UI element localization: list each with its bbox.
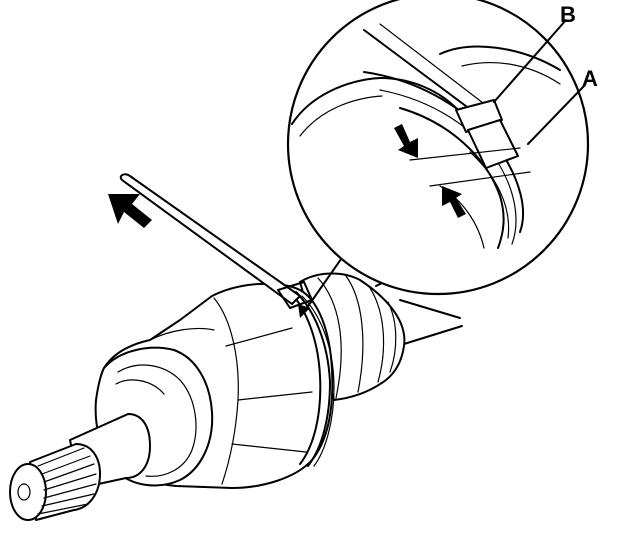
boot-band-strap — [119, 173, 313, 309]
callout-leader-a — [527, 85, 585, 145]
squeeze-arrows — [394, 124, 466, 218]
detail-leader-arrowhead — [298, 304, 310, 318]
callout-leader-b — [493, 19, 567, 103]
callout-label-a: A — [582, 66, 598, 91]
callout-label-b: B — [560, 2, 576, 27]
detail-magnifier — [286, 0, 590, 296]
squeeze-arrow-upper — [394, 124, 418, 158]
pull-direction-arrow — [108, 194, 152, 228]
splined-stub-shaft — [9, 413, 151, 521]
detail-leader-line — [303, 251, 347, 313]
squeeze-arrow-lower — [442, 186, 466, 218]
